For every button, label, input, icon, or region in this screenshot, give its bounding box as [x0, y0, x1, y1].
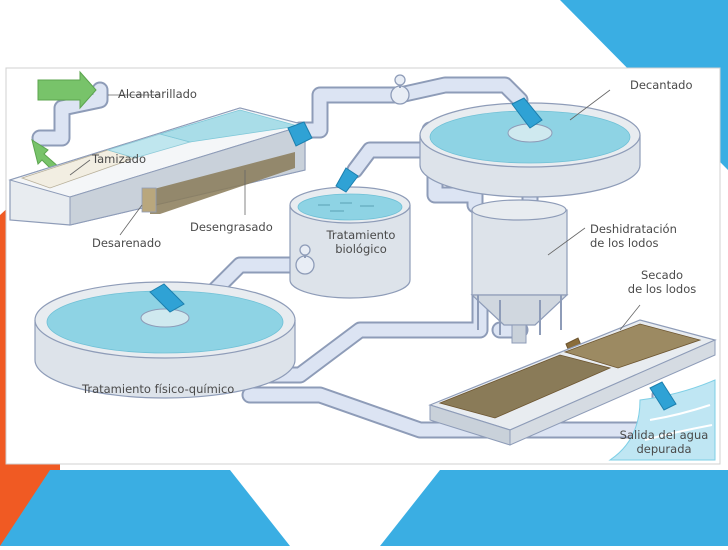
label-secado: Secado de los lodos — [622, 268, 702, 296]
decanter-tank — [419, 97, 641, 198]
label-deshidratacion-line2: de los lodos — [590, 236, 659, 250]
physicochemical-tank — [34, 281, 296, 399]
diagram — [8, 70, 717, 461]
pretreatment-channel — [8, 107, 313, 226]
label-desarenado: Desarenado — [92, 236, 162, 250]
label-tratamiento-biologico-line2: biológico — [335, 242, 387, 256]
label-deshidratacion: Deshidratación de los lodos — [590, 222, 677, 250]
drying-beds — [428, 319, 717, 446]
biological-inflow-arrow-icon — [335, 167, 359, 193]
biological-tank — [289, 167, 411, 299]
decanter-inflow-arrow-icon — [511, 97, 543, 129]
label-tratamiento-biologico: Tratamiento biológico — [320, 228, 402, 256]
outlet-water — [608, 379, 716, 461]
middle-valve-icon — [295, 244, 315, 275]
top-valve-icon — [390, 74, 410, 105]
label-salida-line1: Salida del agua — [619, 428, 709, 442]
label-secado-line2: de los lodos — [627, 282, 697, 296]
outlet-arrow-icon — [649, 381, 677, 411]
label-secado-line1: Secado — [640, 268, 684, 282]
label-leader-lines — [69, 89, 641, 331]
label-decantado: Decantado — [630, 78, 693, 92]
label-tratamiento-biologico-line1: Tratamiento — [326, 228, 396, 242]
bottom-right-blue-shape — [380, 470, 728, 546]
physicochemical-inflow-arrow-icon — [149, 283, 185, 313]
bottom-blue-shape — [0, 470, 290, 546]
label-salida-agua: Salida del agua depurada — [612, 428, 716, 456]
degreasing-outlet-arrow-icon — [287, 121, 313, 147]
label-alcantarillado: Alcantarillado — [118, 87, 197, 101]
label-desengrasado: Desengrasado — [190, 220, 273, 234]
label-deshidratacion-line1: Deshidratación — [590, 222, 677, 236]
label-tamizado: Tamizado — [92, 152, 146, 166]
inflow-arrow-icon — [37, 70, 97, 110]
label-fisico-quimico: Tratamiento físico-químico — [82, 382, 235, 396]
label-salida-line2: depurada — [636, 442, 692, 456]
